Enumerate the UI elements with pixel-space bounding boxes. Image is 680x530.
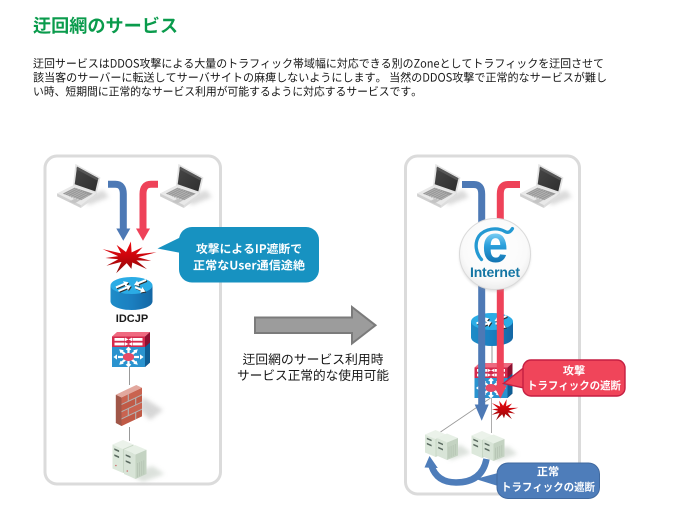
svg-text:IDCJP: IDCJP xyxy=(116,313,148,325)
svg-text:e: e xyxy=(482,214,508,273)
svg-text:Internet: Internet xyxy=(470,264,520,280)
